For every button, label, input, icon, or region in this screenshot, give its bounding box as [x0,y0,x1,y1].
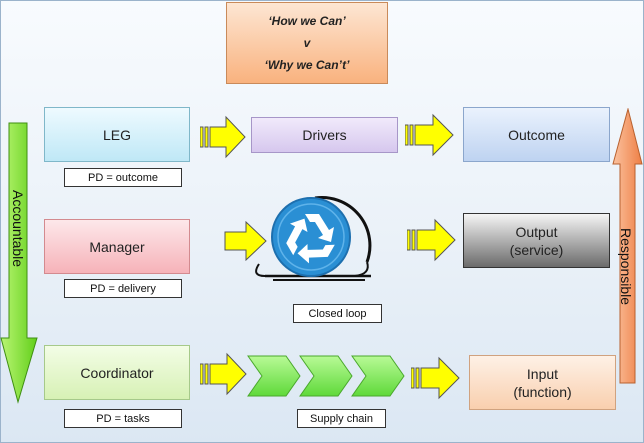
outcome-box: Outcome [463,107,610,162]
title-line-3: ‘Why we Can’t’ [264,58,350,72]
manager-box: Manager [44,219,190,274]
block-arrow-icon-drivers-outcome [405,113,454,157]
accountable-label: Accountable [10,190,26,268]
responsible-arrow-icon [612,108,643,384]
block-arrow-icon-coordinator [200,352,247,396]
coordinator-pd-label: PD = tasks [64,409,182,428]
title-line-2: v [303,36,311,50]
coordinator-box: Coordinator [44,345,190,400]
drivers-label: Drivers [302,127,347,143]
input-box: Input (function) [469,355,616,410]
block-arrow-icon-leg-drivers [200,115,246,159]
leg-label: LEG [102,126,131,143]
output-box: Output (service) [463,213,610,268]
input-line-1: Input [526,365,559,382]
output-line-1: Output [515,223,558,240]
title-box: ‘How we Can’ v ‘Why we Can’t’ [226,2,388,84]
recycle-icon [255,196,372,281]
input-line-2: (function) [513,383,572,400]
responsible-label: Responsible [618,228,634,306]
leg-box: LEG [44,107,190,162]
title-line-1: ‘How we Can’ [268,14,346,28]
supply-chain-label: Supply chain [297,409,386,428]
drivers-box: Drivers [251,117,398,153]
output-line-2: (service) [509,241,564,258]
outcome-label: Outcome [508,126,565,143]
block-arrow-icon-output [407,218,456,262]
accountable-arrow-icon [0,122,38,404]
block-arrow-icon-manager [224,221,267,261]
supply-chain-chevrons [247,355,405,397]
chevron-3 [351,355,405,397]
coordinator-label: Coordinator [80,364,154,381]
manager-label: Manager [89,238,145,255]
block-arrow-icon-input [411,356,460,400]
chevron-2 [299,355,353,397]
chevron-1 [247,355,301,397]
closed-loop-label: Closed loop [293,304,382,323]
leg-pd-label: PD = outcome [64,168,182,187]
manager-pd-label: PD = delivery [64,279,182,298]
